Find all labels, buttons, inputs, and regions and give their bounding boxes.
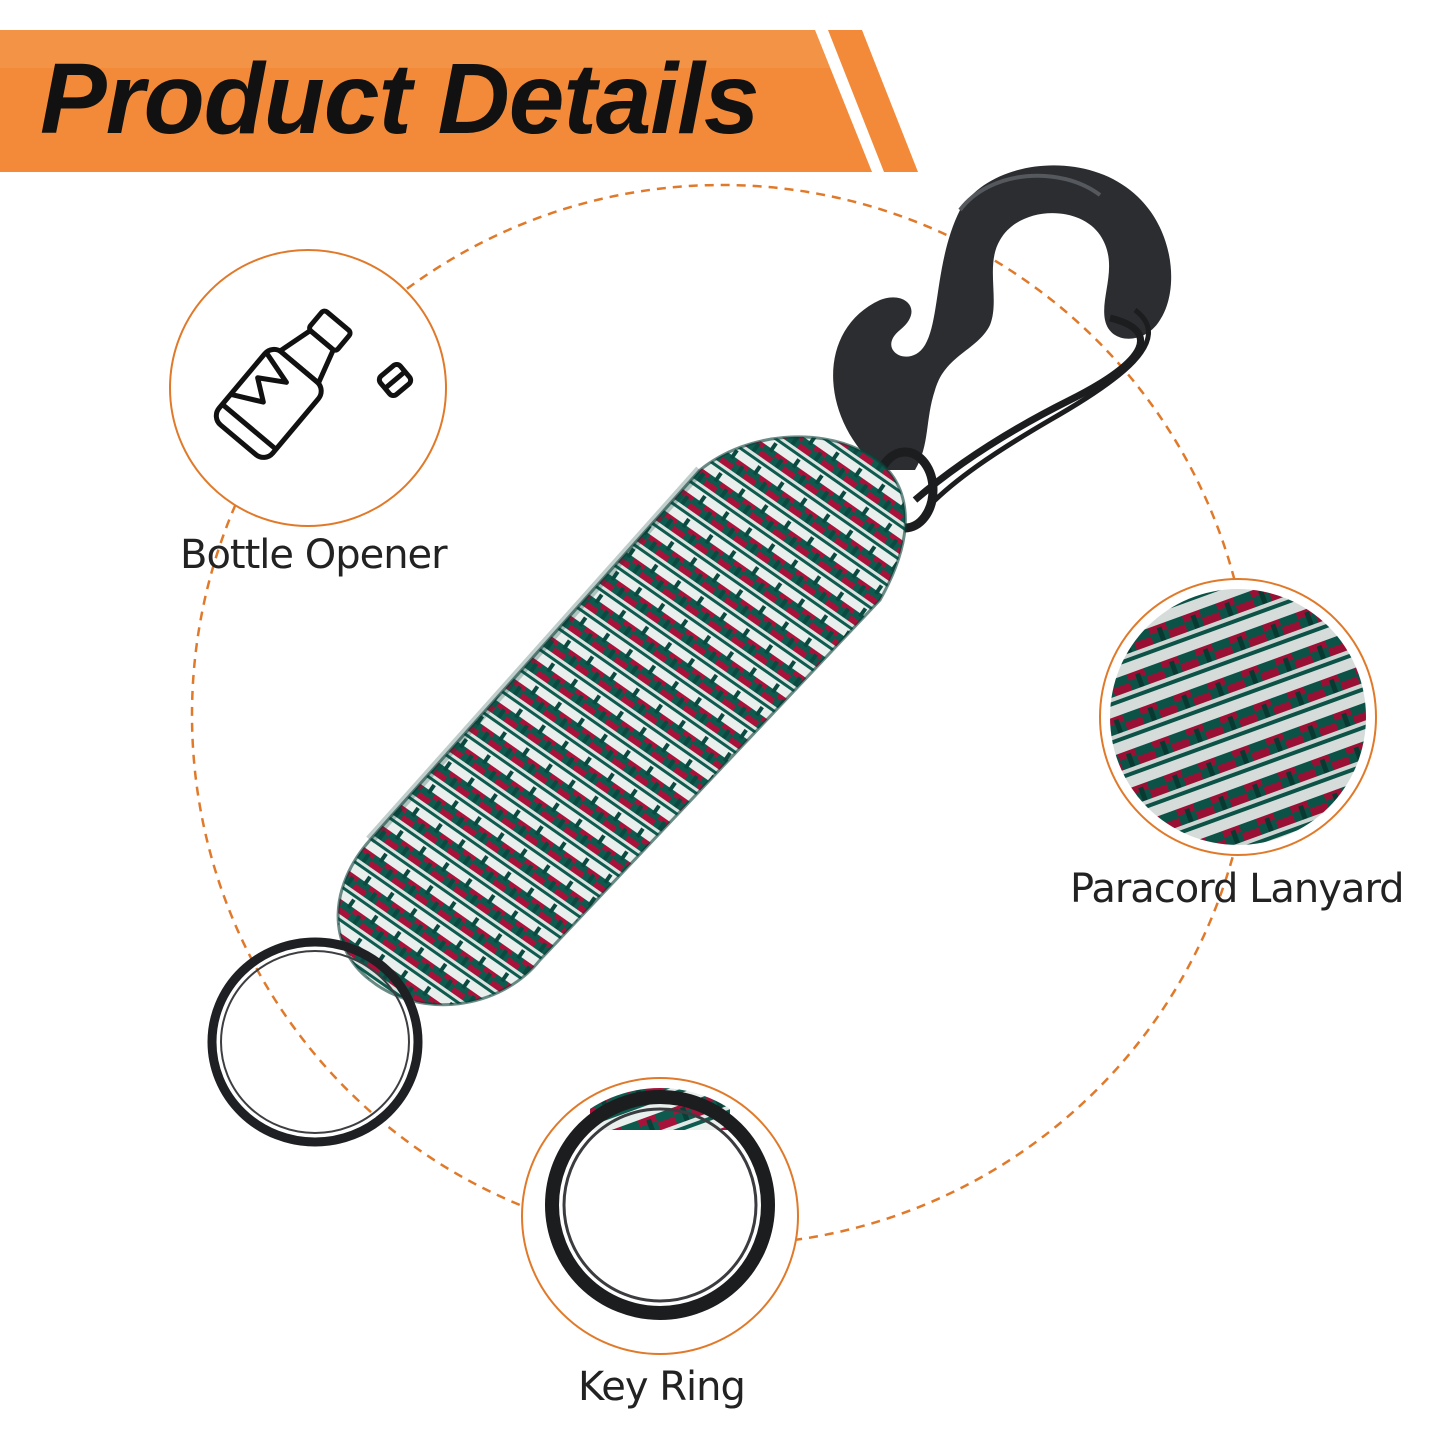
key-ring-callout	[521, 1077, 799, 1355]
split-ring	[207, 937, 423, 1147]
page-title: Product Details	[40, 43, 760, 155]
paracord-lanyard-callout	[1099, 578, 1377, 856]
bottle-opener-label: Bottle Opener	[180, 532, 448, 578]
key-ring-label: Key Ring	[578, 1364, 746, 1410]
title-banner	[0, 30, 918, 172]
paracord-body	[336, 435, 907, 1007]
paracord-lanyard-label: Paracord Lanyard	[1070, 866, 1405, 912]
bottle-opener-icon	[213, 308, 414, 460]
bottle-opener-callout	[169, 249, 447, 527]
